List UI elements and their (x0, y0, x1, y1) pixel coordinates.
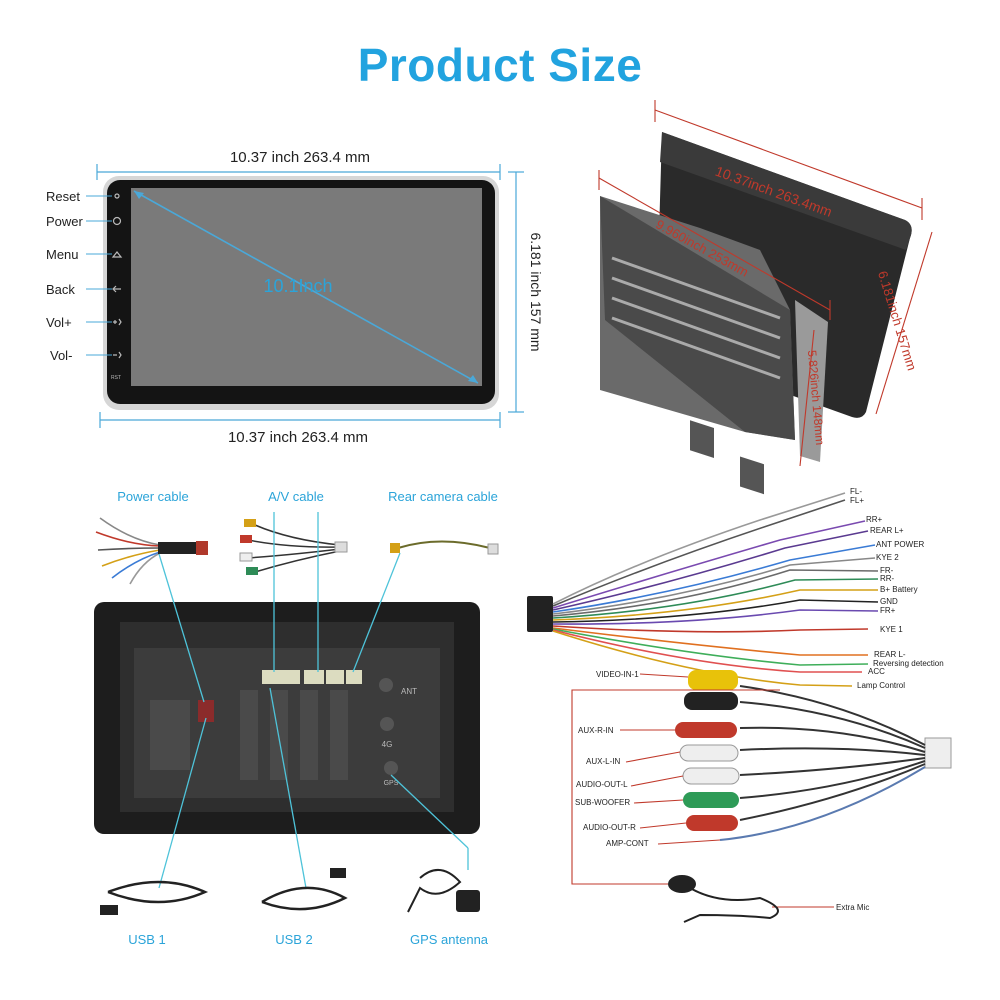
volume-up-icon (113, 318, 122, 326)
front-view: 10.37 inch 263.4 mm 10.37 inch 263.4 mm … (46, 149, 544, 446)
wire-label-reversing: Reversing detection (873, 659, 944, 668)
video-in-1-jack-icon (688, 670, 738, 690)
wire-label-kye2: KYE 2 (876, 553, 899, 562)
side-view: 10.37inch 263.4mm 9.960inch 253mm 6.181i… (598, 100, 933, 495)
usb1-label: USB 1 (128, 932, 166, 947)
ant-port-label: ANT (401, 687, 417, 696)
rear-camera-cable-label: Rear camera cable (388, 489, 498, 504)
front-right-dimension: 6.181 inch 157 mm (528, 232, 544, 351)
reset-icon (114, 193, 120, 199)
front-bottom-dimension: 10.37 inch 263.4 mm (228, 429, 368, 446)
connector-sub-woofer: SUB-WOOFER (575, 798, 630, 807)
wire-label-rr-minus: RR- (880, 574, 895, 583)
volume-down-icon (113, 351, 122, 359)
usb2-label: USB 2 (275, 932, 313, 947)
wire-label-rear-l-minus: REAR L- (874, 650, 906, 659)
back-icon (112, 285, 121, 293)
iso-connector-icon (527, 596, 553, 632)
connector-aux-r-in: AUX-R-IN (578, 726, 614, 735)
wire-label-fl-plus: FL+ (850, 496, 864, 505)
menu-label: Menu (46, 247, 79, 262)
4g-port-label: 4G (382, 740, 393, 749)
wire-label-fr-minus: FR- (880, 566, 894, 575)
usb2-cable-icon (261, 868, 348, 911)
connector-audio-out-r: AUDIO-OUT-R (583, 823, 636, 832)
wire-label-rear-l-plus: REAR L+ (870, 526, 904, 535)
av-connector-icon (924, 737, 952, 769)
wire-label-gnd: GND (880, 597, 898, 606)
audio-out-l-jack-icon (682, 767, 740, 785)
gps-port-label: GPS (384, 780, 399, 787)
power-cable-label: Power cable (117, 489, 189, 504)
av-cable-icon (239, 519, 348, 575)
rear-camera-cable-icon (390, 540, 499, 555)
front-top-dimension: 10.37 inch 263.4 mm (230, 149, 370, 166)
back-label: Back (46, 282, 75, 297)
power-label: Power (46, 214, 84, 229)
side-button-labels: Reset Power Menu Back Vol+ Vol- (46, 189, 84, 363)
wire-label-acc: ACC (868, 667, 885, 676)
connector-aux-l-in: AUX-L-IN (586, 757, 620, 766)
aux-r-in-jack-icon (675, 722, 737, 738)
wire-label-rr-plus: RR+ (866, 515, 883, 524)
screen-diagonal-label: 10.1Inch (263, 276, 332, 296)
av-cable-label: A/V cable (268, 489, 324, 504)
home-icon (111, 251, 123, 258)
connector-video-in-1: VIDEO-IN-1 (596, 670, 639, 679)
av-harness: VIDEO-IN-1 AUX-R-IN AUX-L-IN AUDIO-OUT-L… (571, 670, 952, 923)
gps-antenna-label: GPS antenna (410, 932, 489, 947)
svg-text:RST: RST (111, 375, 121, 381)
usb1-cable-icon (100, 880, 209, 915)
sub-woofer-jack-icon (683, 792, 739, 808)
rear-view: Power cable A/V cable Rear camera cable (94, 489, 499, 947)
power-harness: FL- FL+ RR+ REAR L+ ANT POWER KYE 2 FR- … (527, 487, 944, 690)
reset-label: Reset (46, 189, 80, 204)
connector-extra-mic: Extra Mic (836, 903, 869, 912)
audio-out-r-jack-icon (686, 815, 738, 831)
wire-label-battery: B+ Battery (880, 585, 918, 594)
microphone-icon (668, 875, 779, 923)
power-cable-icon (95, 517, 161, 585)
vol-down-label: Vol- (50, 348, 72, 363)
connector-amp-cont: AMP-CONT (606, 839, 649, 848)
wire-label-ant-power: ANT POWER (876, 540, 925, 549)
vol-up-label: Vol+ (46, 315, 72, 330)
power-icon (112, 216, 122, 226)
wire-label-lamp-control: Lamp Control (857, 681, 905, 690)
wire-label-fl-minus: FL- (850, 487, 862, 496)
page-title: Product Size (357, 39, 643, 91)
wire-label-fr-plus: FR+ (880, 606, 896, 615)
gps-antenna-icon (407, 869, 480, 913)
connector-audio-out-l: AUDIO-OUT-L (576, 780, 628, 789)
wire-label-kye1: KYE 1 (880, 625, 903, 634)
aux-l-in-jack-icon (679, 744, 739, 762)
